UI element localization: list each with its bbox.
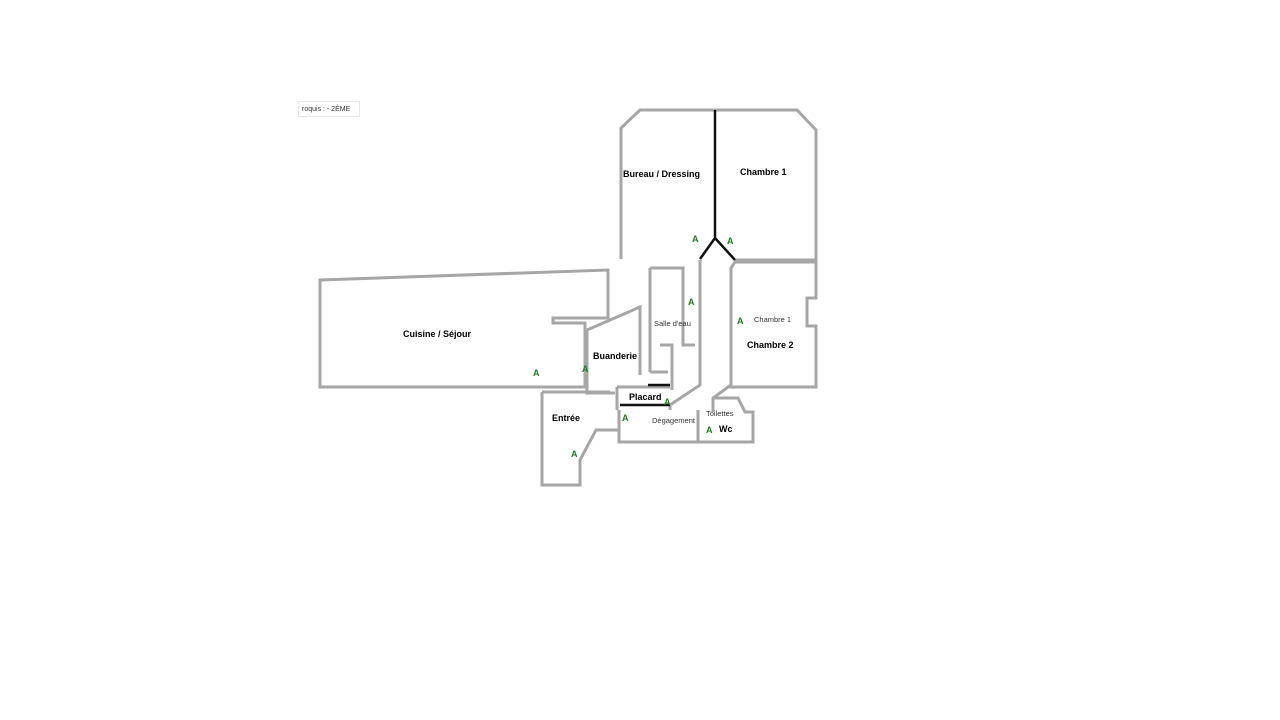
door-marker: A	[533, 368, 540, 378]
wall-degagement	[617, 410, 700, 444]
door-marker: A	[622, 413, 629, 423]
door-marker: A	[582, 364, 589, 374]
label-degagement: Dégagement	[652, 416, 696, 425]
wall-corridor	[668, 260, 733, 412]
label-cuisine-sejour: Cuisine / Séjour	[403, 329, 472, 339]
label-bureau-dressing: Bureau / Dressing	[623, 169, 700, 179]
partition-bedrooms	[698, 110, 736, 261]
placard-lines	[620, 383, 670, 407]
wall-upper-block	[619, 108, 818, 262]
label-chambre-1: Chambre 1	[740, 167, 787, 177]
door-marker: A	[571, 449, 578, 459]
door-marker: A	[688, 297, 695, 307]
label-chambre-2: Chambre 2	[747, 340, 794, 350]
door-marker: A	[692, 234, 699, 244]
door-marker: A	[737, 316, 744, 326]
label-placard: Placard	[629, 392, 662, 402]
wall-chambre2	[729, 260, 818, 389]
wall-placard	[615, 385, 670, 410]
wall-wc	[698, 396, 755, 444]
door-marker: A	[727, 236, 734, 246]
label-entree: Entrée	[552, 413, 580, 423]
label-salle-deau: Salle d'eau	[654, 319, 691, 328]
wall-buanderie	[585, 304, 642, 395]
label-wc: Wc	[719, 424, 733, 434]
door-marker: A	[664, 397, 671, 407]
label-chambre-1-small: Chambre 1	[754, 315, 791, 324]
label-buanderie: Buanderie	[593, 351, 637, 361]
plan-caption: roquis : - 2ÈME	[298, 101, 360, 117]
wall-salle-deau	[648, 266, 695, 390]
wall-cuisine-sejour	[318, 268, 610, 389]
door-marker: A	[706, 425, 713, 435]
label-toilettes: Toilettes	[706, 409, 734, 418]
wall-entree	[540, 390, 618, 487]
